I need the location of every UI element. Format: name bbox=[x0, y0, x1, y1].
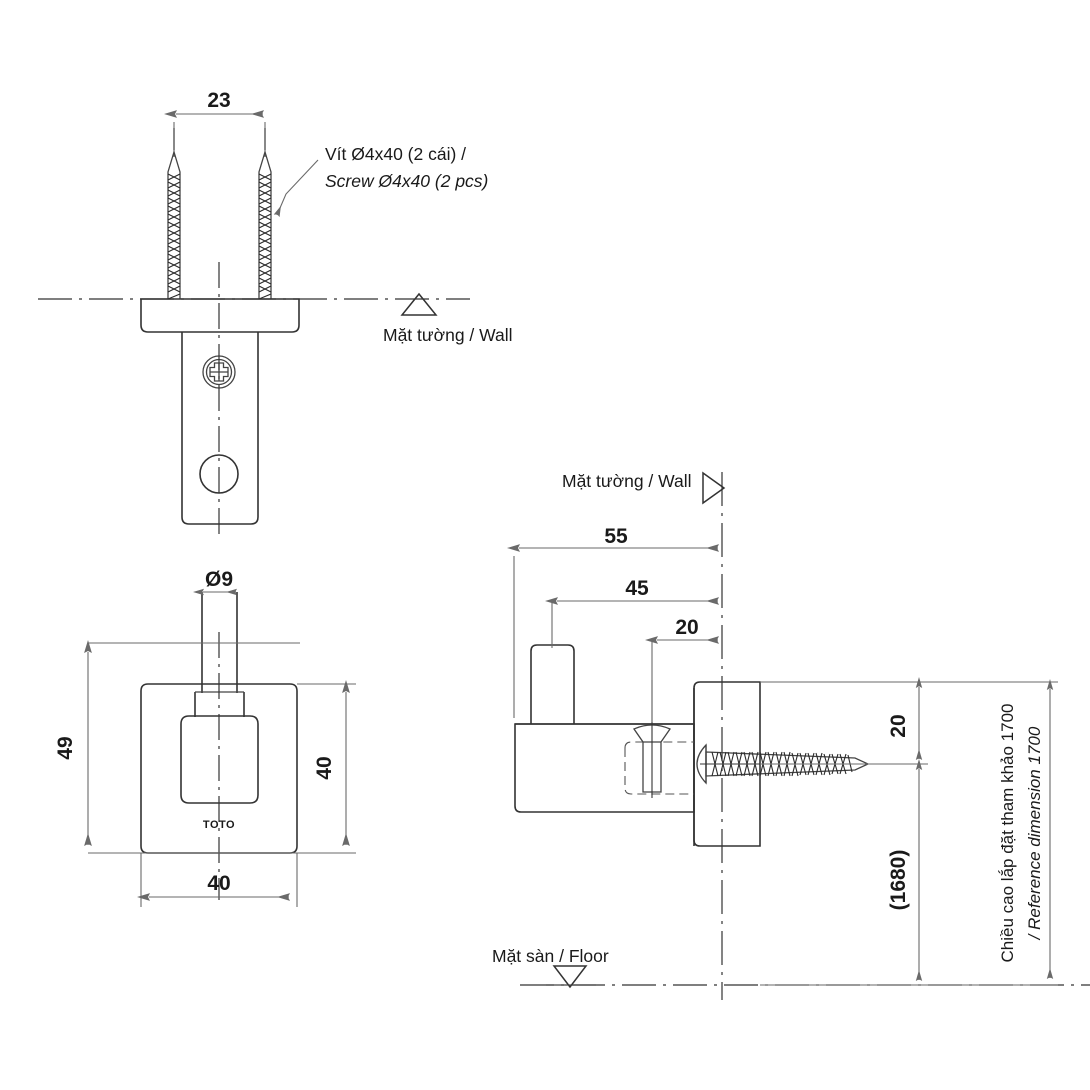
floor-label: Mặt sàn / Floor bbox=[492, 946, 609, 966]
shaft-neck bbox=[194, 692, 245, 717]
dim-depth-overall bbox=[507, 544, 719, 718]
dim-label-depth-mid: 45 bbox=[625, 577, 649, 600]
reference-label-vi: Chiều cao lắp đặt tham khảo 1700 bbox=[998, 704, 1017, 963]
screw-left bbox=[167, 128, 181, 300]
view-bracket-elevation bbox=[38, 110, 470, 540]
hook-body-profile bbox=[514, 723, 695, 813]
dim-label-screw-spacing: 23 bbox=[207, 89, 230, 112]
hook-peg bbox=[530, 644, 575, 724]
dim-label-plate-height: 40 bbox=[313, 756, 336, 779]
dim-depth-screw bbox=[645, 636, 719, 722]
dim-label-shaft-dia: Ø9 bbox=[205, 568, 233, 591]
dim-label-depth-overall: 55 bbox=[604, 525, 628, 548]
reference-label-en: / Reference dimension 1700 bbox=[1025, 726, 1044, 940]
floor-symbol-triangle bbox=[552, 965, 588, 989]
face-plate-boss bbox=[180, 715, 259, 804]
dim-plate-height bbox=[297, 680, 356, 854]
dim-depth-mid bbox=[545, 597, 719, 648]
screw-note-leader bbox=[273, 159, 319, 218]
view-side-section bbox=[507, 471, 1090, 1000]
internal-cavity bbox=[624, 741, 694, 795]
toto-brand-logo: TOTO bbox=[203, 819, 235, 831]
dim-overall-height bbox=[84, 640, 300, 854]
dim-hook-drop bbox=[760, 677, 928, 765]
screw-right bbox=[258, 128, 272, 300]
dim-label-depth-screw: 20 bbox=[675, 616, 698, 639]
dim-plate-width bbox=[137, 853, 298, 907]
wall-symbol-triangle bbox=[400, 292, 438, 316]
dim-label-hook-drop: 20 bbox=[887, 714, 910, 737]
dim-label-floor-height: (1680) bbox=[887, 850, 910, 911]
screw-note-line2: Screw Ø4x40 (2 pcs) bbox=[325, 171, 488, 191]
dim-reference-height bbox=[760, 679, 1058, 986]
wall-label-top: Mặt tường / Wall bbox=[383, 325, 513, 345]
bracket-flange bbox=[140, 298, 300, 333]
bracket-body bbox=[181, 332, 259, 525]
view-front-plate bbox=[84, 588, 356, 907]
face-plate-outline bbox=[140, 683, 298, 854]
dim-label-overall-height: 49 bbox=[54, 736, 77, 759]
wall-label-right: Mặt tường / Wall bbox=[562, 471, 692, 491]
screw-note-line1: Vít Ø4x40 (2 cái) / bbox=[325, 144, 466, 164]
wall-symbol-triangle-right bbox=[702, 471, 726, 505]
dim-label-plate-width: 40 bbox=[207, 872, 230, 895]
dim-screw-spacing bbox=[164, 110, 266, 157]
